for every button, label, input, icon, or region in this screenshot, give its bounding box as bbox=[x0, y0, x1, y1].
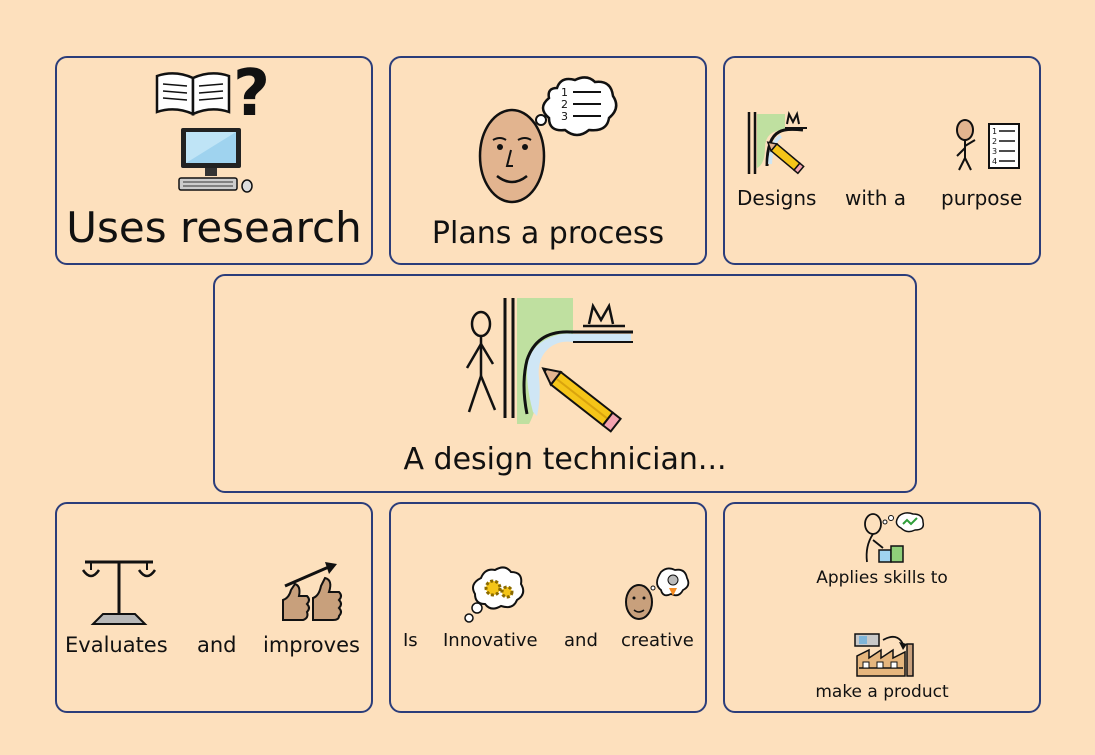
card-design-technician: A design technician... bbox=[213, 274, 917, 493]
word-designs: Designs bbox=[737, 186, 817, 210]
card-label: A design technician... bbox=[403, 442, 727, 477]
card-label: Uses research bbox=[66, 203, 362, 252]
word-and: and bbox=[197, 633, 237, 657]
word-creative: creative bbox=[621, 630, 694, 651]
line-applies-skills: Applies skills to bbox=[816, 568, 948, 588]
word-improves: improves bbox=[263, 633, 360, 657]
person-with-list-icon: 1 2 3 4 bbox=[956, 119, 1020, 171]
word-with-a: with a bbox=[845, 186, 907, 210]
card-designs-with-a-purpose: 1 2 3 4 Designs with a purpose bbox=[723, 56, 1041, 265]
design-technician-icon bbox=[465, 298, 633, 433]
design-pencil-icon bbox=[747, 110, 807, 175]
book-icon bbox=[155, 72, 231, 116]
list-number-1: 1 bbox=[992, 127, 997, 136]
creative-head-icon bbox=[625, 567, 690, 620]
computer-icon bbox=[178, 128, 253, 193]
list-number-2: 2 bbox=[992, 137, 997, 146]
list-number-1: 1 bbox=[561, 86, 568, 99]
balance-scales-icon bbox=[81, 560, 157, 625]
head-icon bbox=[478, 108, 546, 204]
card-label: Plans a process bbox=[431, 216, 665, 251]
word-and: and bbox=[564, 630, 598, 651]
person-building-icon bbox=[864, 512, 925, 563]
list-number-4: 4 bbox=[992, 157, 997, 166]
word-is: Is bbox=[403, 630, 418, 651]
word-evaluates: Evaluates bbox=[65, 633, 168, 657]
card-applies-skills: Applies skills to make a product bbox=[723, 502, 1041, 713]
card-uses-research: ? Uses research bbox=[55, 56, 373, 265]
list-number-2: 2 bbox=[561, 98, 568, 111]
line-make-a-product: make a product bbox=[815, 682, 949, 702]
word-purpose: purpose bbox=[941, 186, 1023, 210]
list-number-3: 3 bbox=[992, 147, 997, 156]
thought-gears-icon bbox=[464, 566, 525, 623]
question-mark-icon: ? bbox=[233, 57, 271, 131]
card-innovative-and-creative: Is Innovative and creative bbox=[389, 502, 707, 713]
list-number-3: 3 bbox=[561, 110, 568, 123]
card-plans-a-process: 1 2 3 Plans a process bbox=[389, 56, 707, 265]
thought-bubble-list-icon: 1 2 3 bbox=[535, 76, 618, 137]
thumbs-up-improve-icon bbox=[282, 562, 342, 621]
card-evaluates-and-improves: Evaluates and improves bbox=[55, 502, 373, 713]
factory-icon bbox=[854, 633, 914, 677]
word-innovative: Innovative bbox=[443, 630, 538, 651]
